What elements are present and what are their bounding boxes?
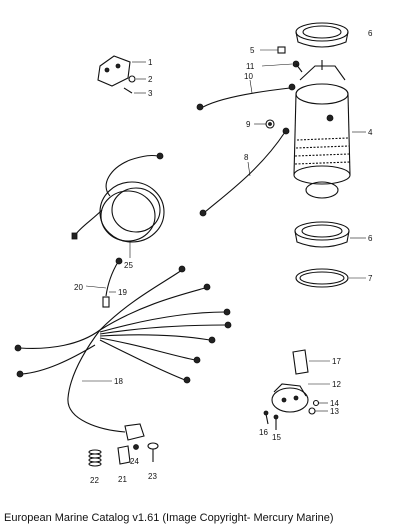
small-nut-5 xyxy=(277,46,286,54)
callout-11: 11 xyxy=(246,62,255,71)
callout-24: 24 xyxy=(130,457,139,466)
callout-18: 18 xyxy=(114,377,123,386)
callout-6-top: 6 xyxy=(368,29,373,38)
washer-14 xyxy=(312,399,320,407)
image-caption: European Marine Catalog v1.61 (Image Cop… xyxy=(4,512,334,524)
screw-23 xyxy=(147,442,159,462)
switch-12 xyxy=(271,383,309,413)
callout-17: 17 xyxy=(332,357,341,366)
callout-9: 9 xyxy=(246,120,251,129)
coiled-cable-25 xyxy=(71,152,165,243)
cable-8 xyxy=(199,127,290,217)
callout-22: 22 xyxy=(90,476,99,485)
end-cap-top xyxy=(295,22,349,48)
screw-16 xyxy=(263,410,269,425)
callout-12: 12 xyxy=(332,380,341,389)
callout-25: 25 xyxy=(124,261,133,270)
jumper-wire-20 xyxy=(105,257,123,297)
callout-4: 4 xyxy=(368,128,373,137)
end-cap-bottom xyxy=(294,221,350,248)
nut-9 xyxy=(265,119,275,129)
washer-2 xyxy=(128,75,136,83)
clip-21 xyxy=(117,445,131,465)
callout-2: 2 xyxy=(148,75,153,84)
callout-10: 10 xyxy=(244,72,253,81)
callout-20: 20 xyxy=(74,283,83,292)
cable-10 xyxy=(196,83,296,111)
callout-14: 14 xyxy=(330,399,339,408)
bracket-17 xyxy=(292,349,309,375)
nut-13 xyxy=(308,407,316,415)
spring-22 xyxy=(88,449,102,467)
callout-7: 7 xyxy=(368,274,373,283)
screw-3 xyxy=(123,87,133,94)
callout-13: 13 xyxy=(330,407,339,416)
parts-diagram: 1 2 3 5 6 11 10 9 4 8 6 7 25 20 19 17 18… xyxy=(14,22,373,485)
screw-15 xyxy=(273,414,279,430)
callout-21: 21 xyxy=(118,475,127,484)
terminal-bolt-11 xyxy=(292,60,303,73)
callout-15: 15 xyxy=(272,433,281,442)
connector-19 xyxy=(102,296,110,308)
wiring-harness-18 xyxy=(14,265,232,441)
callout-8: 8 xyxy=(244,153,249,162)
washer-24 xyxy=(133,444,139,450)
callout-1: 1 xyxy=(148,58,153,67)
callout-3: 3 xyxy=(148,89,153,98)
starter-motor-4 xyxy=(293,60,351,199)
callout-5: 5 xyxy=(250,46,255,55)
callout-23: 23 xyxy=(148,472,157,481)
o-ring-7 xyxy=(295,268,349,288)
solenoid-1 xyxy=(97,55,131,87)
callout-16: 16 xyxy=(259,428,268,437)
callout-19: 19 xyxy=(118,288,127,297)
callout-6-bottom: 6 xyxy=(368,234,373,243)
